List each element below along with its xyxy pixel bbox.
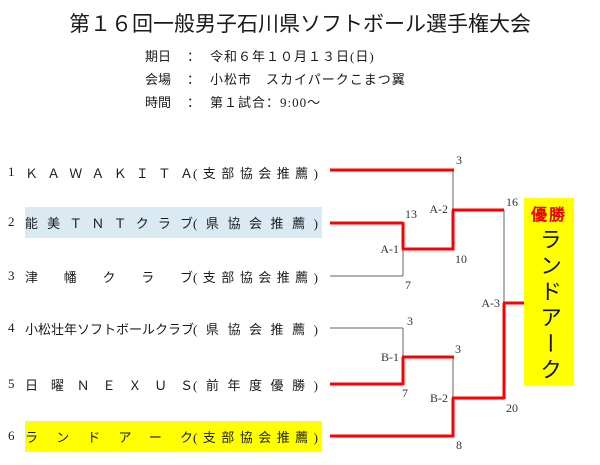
info-row-date: 期日 ： 令和６年１０月１３日(日) bbox=[145, 44, 406, 67]
team-highlight: 津幡クラブ(支部協会推薦) bbox=[25, 261, 322, 292]
team-highlight: 小松壮年ソフトボールクラブ(県協会推薦) bbox=[25, 313, 322, 344]
champion-title: 優勝 bbox=[530, 207, 567, 224]
team-name: 能美ＴＮＴクラブ bbox=[25, 215, 193, 231]
time-colon: ： bbox=[187, 95, 201, 110]
match-label-a2: A-2 bbox=[429, 202, 448, 216]
date-label: 期日 bbox=[145, 49, 172, 64]
info-row-time: 時間 ： 第１試合：9:00～ bbox=[145, 90, 406, 113]
champion-team-name: ランドアーク bbox=[537, 228, 562, 384]
score-b1-team5: 7 bbox=[402, 386, 408, 400]
score-a1-team2: 13 bbox=[405, 207, 417, 221]
champion-box: 優勝 ランドアーク bbox=[524, 198, 574, 385]
time-label: 時間 bbox=[145, 95, 172, 110]
team-highlight-blue: 能美ＴＮＴクラブ(県協会推薦) bbox=[25, 206, 322, 238]
team-name: ランドアーク bbox=[25, 429, 193, 445]
team-seed: 5 bbox=[8, 376, 15, 391]
venue-label: 会場 bbox=[145, 72, 172, 87]
team-highlight: 日曜ＮＥＸＵＳ(前年度優勝) bbox=[25, 369, 322, 400]
team-affiliation: (支部協会推薦) bbox=[193, 165, 318, 181]
team-row-2: 2 能美ＴＮＴクラブ(県協会推薦) bbox=[8, 206, 322, 238]
team-name: 小松壮年ソフトボールクラブ bbox=[25, 321, 195, 337]
score-b2-b1winner: 3 bbox=[455, 342, 461, 356]
team-row-6: 6 ランドアーク(支部協会推薦) bbox=[8, 420, 322, 452]
team-affiliation: (支部協会推薦) bbox=[193, 429, 318, 445]
score-b2-team6: 8 bbox=[456, 438, 462, 452]
team-affiliation: (前年度優勝) bbox=[193, 377, 318, 393]
match-label-b1: B-1 bbox=[381, 350, 399, 364]
team-row-4: 4 小松壮年ソフトボールクラブ(県協会推薦) bbox=[8, 313, 322, 343]
page-title: 第１６回一般男子石川県ソフトボール選手権大会 bbox=[69, 12, 531, 36]
team-seed: 2 bbox=[8, 214, 15, 229]
time-value: 第１試合：9:00～ bbox=[210, 95, 322, 110]
score-a3-a2winner: 16 bbox=[506, 195, 518, 209]
team-affiliation: (県協会推薦) bbox=[193, 215, 318, 231]
info-row-venue: 会場 ： 小松市 スカイパークこまつ翼 bbox=[145, 67, 406, 90]
team-seed: 3 bbox=[8, 268, 15, 283]
team-seed: 6 bbox=[8, 428, 15, 443]
venue-colon: ： bbox=[187, 72, 201, 87]
team-name: ＫＡＷＡＫＩＴＡ bbox=[25, 165, 193, 181]
team-name: 日曜ＮＥＸＵＳ bbox=[25, 377, 193, 393]
team-seed: 1 bbox=[8, 164, 15, 179]
team-highlight: ＫＡＷＡＫＩＴＡ(支部協会推薦) bbox=[25, 157, 322, 188]
team-affiliation: (県協会推薦) bbox=[193, 321, 318, 337]
venue-value: 小松市 スカイパークこまつ翼 bbox=[210, 72, 406, 87]
date-colon: ： bbox=[187, 49, 201, 64]
team-name: 津幡クラブ bbox=[25, 269, 193, 285]
team-row-1: 1 ＫＡＷＡＫＩＴＡ(支部協会推薦) bbox=[8, 157, 322, 187]
date-value: 令和６年１０月１３日(日) bbox=[210, 49, 375, 64]
team-seed: 4 bbox=[8, 320, 15, 335]
team-row-3: 3 津幡クラブ(支部協会推薦) bbox=[8, 261, 322, 291]
score-a2-team1: 3 bbox=[456, 153, 462, 167]
score-a2-a1winner: 10 bbox=[455, 252, 467, 266]
team-affiliation: (支部協会推薦) bbox=[193, 269, 318, 285]
match-label-b2: B-2 bbox=[430, 391, 448, 405]
match-label-a1: A-1 bbox=[380, 242, 399, 256]
match-label-a3: A-3 bbox=[481, 296, 500, 310]
score-a3-b2winner: 20 bbox=[506, 401, 518, 415]
team-highlight-yellow: ランドアーク(支部協会推薦) bbox=[25, 420, 322, 452]
team-row-5: 5 日曜ＮＥＸＵＳ(前年度優勝) bbox=[8, 369, 322, 399]
score-a1-team3: 7 bbox=[405, 278, 411, 292]
score-b1-team4: 3 bbox=[407, 314, 413, 328]
event-info: 期日 ： 令和６年１０月１３日(日) 会場 ： 小松市 スカイパークこまつ翼 時… bbox=[145, 44, 406, 113]
